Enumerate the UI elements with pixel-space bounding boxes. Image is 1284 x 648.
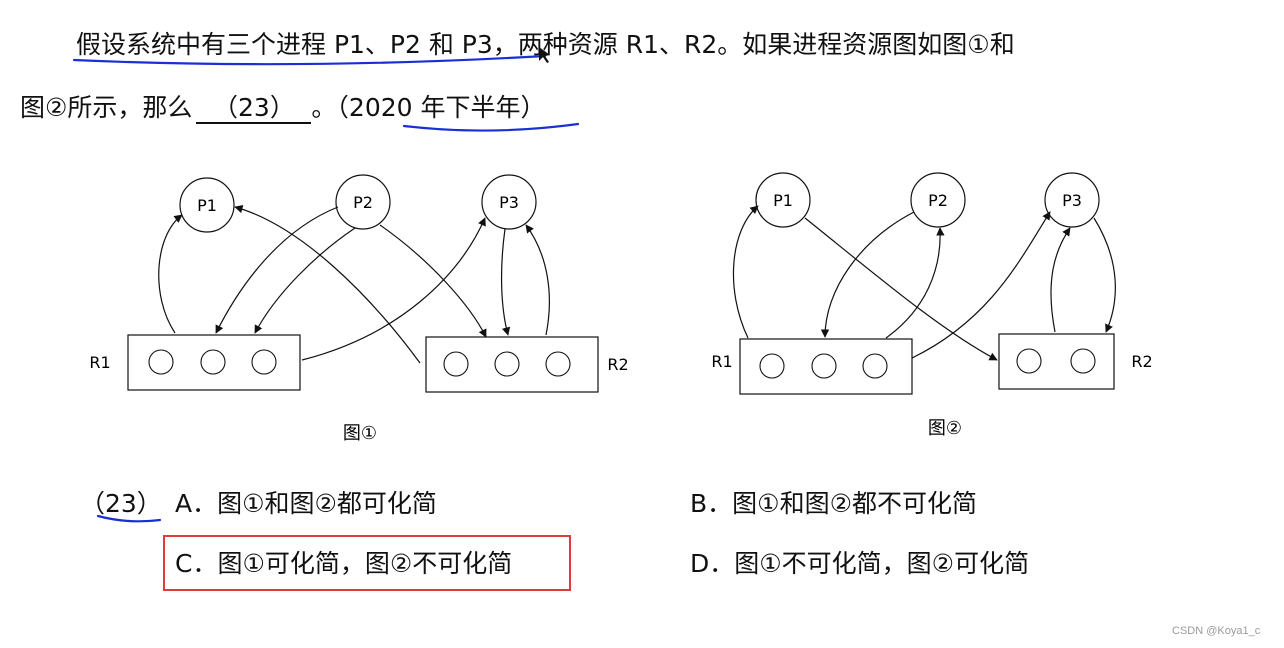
edge-r2-to-p1 (234, 204, 421, 364)
caption-1: 图① (343, 423, 377, 444)
edge-p3-to-r2 (500, 228, 511, 336)
question-suffix: 。（2020 年下半年） (311, 93, 546, 122)
label-p1: P1 (773, 191, 793, 210)
edge-p3-to-r2 (1093, 217, 1116, 333)
edge-r1-to-p1 (732, 205, 759, 339)
r2-instance-1 (443, 351, 469, 377)
question-line-1: 假设系统中有三个进程 P1、P2 和 P3，两种资源 R1、R2。如果进程资源图… (76, 30, 1015, 59)
process-node-p2 (335, 174, 391, 230)
question-prefix: 图②所示，那么 (20, 93, 193, 122)
correct-answer-highlight (163, 535, 571, 591)
edge-p2-to-r1 (820, 211, 915, 338)
option-b[interactable]: B．图①和图②都不可化简 (690, 489, 977, 518)
r1-instance-3 (862, 353, 888, 379)
edge-r1-to-p3 (301, 217, 486, 361)
r1-instance-2 (200, 349, 226, 375)
watermark: CSDN @Koya1_c (1172, 625, 1261, 637)
resource-box-r2 (998, 333, 1115, 390)
option-d[interactable]: D．图①不可化简，图②可化简 (690, 549, 1030, 578)
edge-r1-to-p2 (885, 227, 945, 339)
process-node-p2 (910, 172, 966, 228)
process-node-p3 (481, 174, 537, 230)
label-p3: P3 (499, 193, 519, 212)
option-a[interactable]: A．图①和图②都可化简 (175, 489, 437, 518)
diagram-1: P1 P2 P3 R1 R2 图① (89, 174, 629, 444)
edge-p2-to-r2 (379, 224, 487, 338)
edge-r1-to-p1 (158, 214, 183, 334)
edge-p2-to-r1-b (254, 227, 356, 334)
edge-p2-to-r1-a (215, 206, 339, 334)
r2-instance-3 (545, 351, 571, 377)
question-line-2: 图②所示，那么（23）。（2020 年下半年） (20, 91, 546, 125)
r1-instance-1 (148, 349, 174, 375)
r2-instance-2 (1070, 348, 1096, 374)
process-node-p1 (755, 172, 811, 228)
edge-r2-to-p3 (1050, 227, 1071, 333)
diagram-2: P1 P2 P3 R1 R2 图② (711, 172, 1153, 439)
r1-instance-1 (759, 353, 785, 379)
answer-blank: （23） (196, 94, 312, 124)
label-r1: R1 (89, 353, 110, 372)
label-p1: P1 (197, 196, 217, 215)
label-p2: P2 (353, 193, 373, 212)
r2-instance-2 (494, 351, 520, 377)
edge-r1-to-p3 (911, 211, 1051, 359)
caption-2: 图② (928, 418, 962, 439)
label-r1: R1 (711, 352, 732, 371)
r1-instance-3 (251, 349, 277, 375)
edge-r2-to-p3 (525, 224, 550, 336)
label-p2: P2 (928, 191, 948, 210)
option-c[interactable]: C．图①可化简，图②不可化简 (175, 549, 513, 578)
label-p3: P3 (1062, 191, 1082, 210)
process-node-p1 (179, 177, 235, 233)
label-r2: R2 (607, 355, 628, 374)
label-r2: R2 (1131, 352, 1152, 371)
r1-instance-2 (811, 353, 837, 379)
edge-p1-to-r2 (804, 217, 998, 361)
r2-instance-1 (1016, 348, 1042, 374)
question-number: （23） (80, 489, 162, 518)
process-node-p3 (1044, 172, 1100, 228)
